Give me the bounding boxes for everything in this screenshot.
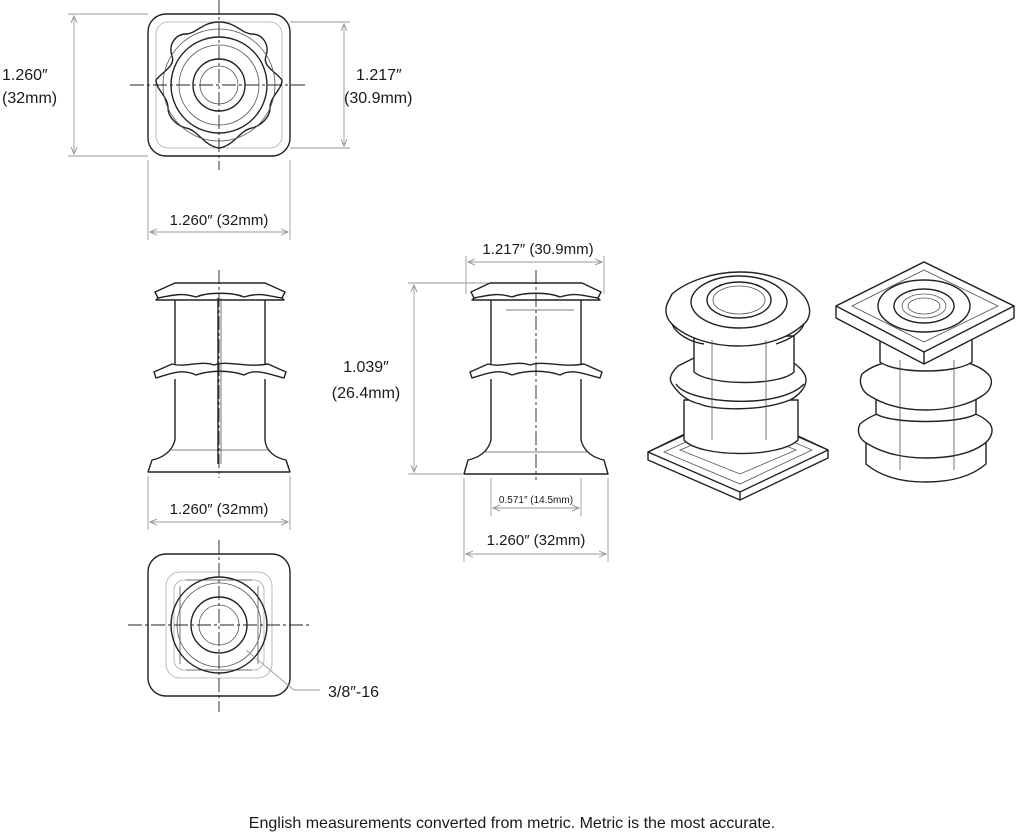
technical-drawing: 1.260″ (32mm) 1.217″ (30.9mm) 1.260″ (32… bbox=[2, 0, 1015, 712]
thread-label: 3/8″-16 bbox=[328, 684, 379, 701]
top-inner-inch-label: 1.217″ bbox=[356, 67, 402, 84]
top-view bbox=[68, 0, 350, 240]
top-height-inch-label: 1.260″ bbox=[2, 67, 48, 84]
top-inner-mm-label: (30.9mm) bbox=[344, 90, 412, 107]
top-width-label: 1.260″ (32mm) bbox=[170, 212, 269, 229]
top-height-mm-label: (32mm) bbox=[2, 90, 57, 107]
front-view bbox=[408, 256, 609, 562]
front-bottom-width-label: 1.260″ (32mm) bbox=[487, 532, 586, 549]
bottom-view bbox=[128, 540, 320, 712]
front-height-inch-label: 1.039″ bbox=[343, 359, 389, 376]
side-width-label: 1.260″ (32mm) bbox=[170, 501, 269, 518]
front-inner-width-label: 0.571″ (14.5mm) bbox=[499, 495, 573, 506]
front-top-width-label: 1.217″ (30.9mm) bbox=[482, 241, 593, 258]
side-view bbox=[147, 270, 291, 530]
footnote: English measurements converted from metr… bbox=[248, 815, 776, 832]
isometric-view-flange-down bbox=[647, 271, 829, 501]
front-height-mm-label: (26.4mm) bbox=[332, 385, 400, 402]
isometric-view-flange-up bbox=[835, 261, 1015, 483]
